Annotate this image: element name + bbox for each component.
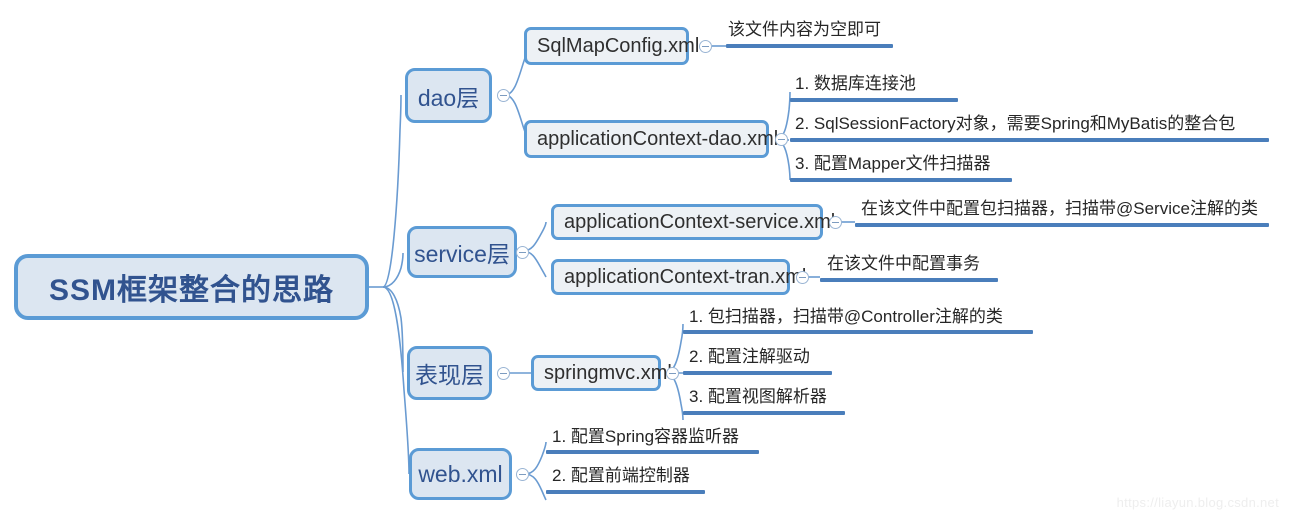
note-appctx-service-1: 在该文件中配置包扫描器，扫描带@Service注解的类 — [861, 199, 1258, 218]
note-webxml-2: 2. 配置前端控制器 — [552, 466, 690, 485]
node-springmvc-xml-label: springmvc.xml — [544, 361, 672, 384]
node-applicationcontext-dao-xml[interactable]: applicationContext-dao.xml — [524, 120, 778, 158]
note-springmvc-3: 3. 配置视图解析器 — [689, 387, 827, 406]
branch-node-presentation-label: 表现层 — [415, 362, 484, 388]
node-springmvc-xml[interactable]: springmvc.xml — [531, 355, 672, 391]
branch-node-webxml[interactable]: web.xml — [409, 448, 512, 500]
collapse-toggle-icon-springmvc[interactable] — [666, 367, 679, 380]
note-rule-appctx-service-1 — [855, 223, 1269, 227]
collapse-toggle-icon-webxml[interactable] — [516, 468, 529, 481]
note-rule-springmvc-1 — [683, 330, 1033, 334]
note-appctx-dao-2: 2. SqlSessionFactory对象，需要Spring和MyBatis的… — [795, 114, 1236, 133]
note-springmvc-1: 1. 包扫描器，扫描带@Controller注解的类 — [689, 307, 1003, 326]
node-sqlmapconfig-xml[interactable]: SqlMapConfig.xml — [524, 27, 699, 65]
note-rule-appctx-dao-2 — [790, 138, 1269, 142]
node-sqlmapconfig-xml-label: SqlMapConfig.xml — [537, 34, 700, 57]
node-applicationcontext-service-xml-label: applicationContext-service.xml — [564, 210, 836, 233]
note-rule-springmvc-3 — [683, 411, 845, 415]
collapse-toggle-icon-dao[interactable] — [497, 89, 510, 102]
note-appctx-dao-1: 1. 数据库连接池 — [795, 74, 916, 93]
branch-node-service-label: service层 — [414, 241, 510, 267]
note-appctx-dao-3: 3. 配置Mapper文件扫描器 — [795, 154, 991, 173]
note-appctx-tran-1: 在该文件中配置事务 — [827, 254, 980, 273]
collapse-toggle-icon-sqlmapconfig[interactable] — [699, 40, 712, 53]
branch-node-webxml-label: web.xml — [418, 460, 503, 487]
root-node-label: SSM框架整合的思路 — [48, 274, 334, 307]
node-applicationcontext-service-xml[interactable]: applicationContext-service.xml — [551, 204, 835, 240]
collapse-toggle-icon-presentation[interactable] — [497, 367, 510, 380]
note-rule-webxml-1 — [546, 450, 759, 454]
note-rule-webxml-2 — [546, 490, 705, 494]
note-rule-appctx-dao-1 — [790, 98, 958, 102]
note-sqlmapconfig-1: 该文件内容为空即可 — [728, 20, 881, 39]
collapse-toggle-icon-service[interactable] — [516, 246, 529, 259]
branch-node-presentation[interactable]: 表现层 — [407, 346, 492, 400]
collapse-toggle-icon-appctx-service[interactable] — [829, 216, 842, 229]
note-rule-appctx-dao-3 — [790, 178, 1012, 182]
note-rule-sqlmapconfig-1 — [726, 44, 893, 48]
branch-node-dao-label: dao层 — [417, 84, 480, 111]
node-applicationcontext-tran-xml-label: applicationContext-tran.xml — [564, 265, 807, 288]
note-webxml-1: 1. 配置Spring容器监听器 — [552, 427, 740, 446]
collapse-toggle-icon-appctx-tran[interactable] — [796, 271, 809, 284]
node-applicationcontext-dao-xml-label: applicationContext-dao.xml — [537, 127, 779, 150]
note-rule-appctx-tran-1 — [820, 278, 998, 282]
branch-node-dao[interactable]: dao层 — [405, 68, 492, 123]
note-rule-springmvc-2 — [683, 371, 832, 375]
collapse-toggle-icon-appctx-dao[interactable] — [775, 133, 788, 146]
note-springmvc-2: 2. 配置注解驱动 — [689, 347, 810, 366]
root-node[interactable]: SSM框架整合的思路 — [14, 254, 369, 320]
watermark: https://liayun.blog.csdn.net — [1116, 495, 1279, 510]
node-applicationcontext-tran-xml[interactable]: applicationContext-tran.xml — [551, 259, 806, 295]
branch-node-service[interactable]: service层 — [407, 226, 517, 278]
